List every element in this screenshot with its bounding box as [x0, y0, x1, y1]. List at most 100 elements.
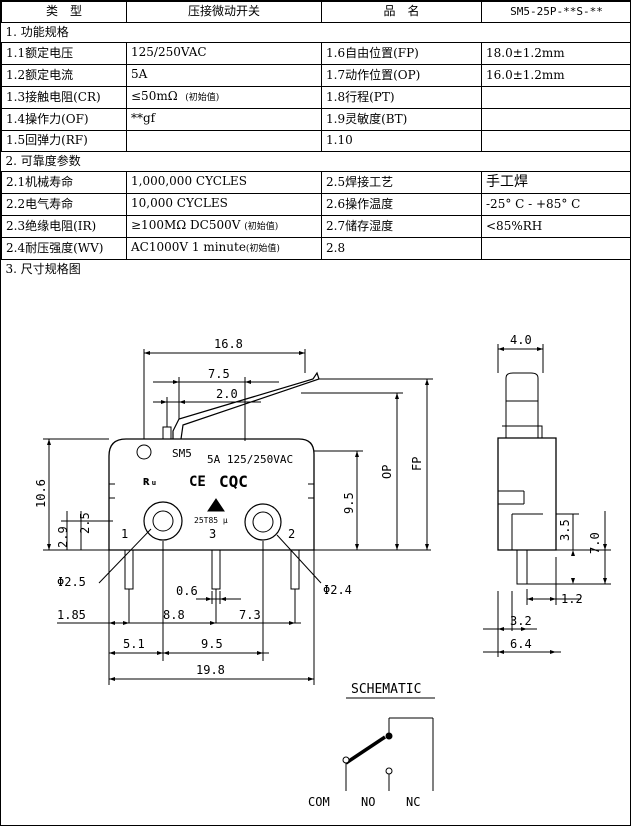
row-value: ≥100MΩ DC500V (初始值): [127, 216, 322, 238]
pin-label-3: 3: [209, 527, 216, 541]
table-row: 1.3接触电阻(CR) ≤50mΩ (初始值) 1.8行程(PT): [2, 87, 631, 109]
row-label: 1.1额定电压: [2, 43, 127, 65]
row-label: 1.3接触电阻(CR): [2, 87, 127, 109]
row-label: 1.4操作力(OF): [2, 109, 127, 131]
ground-symbol: [137, 445, 151, 459]
row-value: **gf: [127, 109, 322, 131]
section-functional: 1. 功能规格: [2, 22, 631, 43]
row-label: 2.2电气寿命: [2, 194, 127, 216]
pin-label-1: 1: [121, 527, 128, 541]
row-label: 1.7动作位置(OP): [322, 65, 482, 87]
row-value: 125/250VAC: [127, 43, 322, 65]
table-row: 1.4操作力(OF) **gf 1.9灵敏度(BT): [2, 109, 631, 131]
row-label: 2.4耐压强度(WV): [2, 238, 127, 260]
dim-pin-height-b: 2.5: [78, 512, 92, 534]
dim-hole-right: Φ2.4: [323, 583, 352, 597]
dim-body-height: 10.6: [34, 479, 48, 508]
section-reliability: 2. 可靠度参数: [2, 151, 631, 172]
ul-mark: ʀᵤ: [143, 474, 157, 488]
pin-3: [212, 550, 220, 589]
side-body: [498, 438, 556, 550]
schematic-title: SCHEMATIC: [351, 682, 421, 697]
dim-hole-pitch: 9.5: [201, 637, 223, 651]
row-value: 1,000,000 CYCLES: [127, 172, 322, 194]
row-label: 1.10: [322, 131, 482, 152]
dim-fp-label: FP: [410, 457, 424, 471]
dim-side-3-5: 3.5: [558, 519, 572, 541]
row-value: 16.0±1.2mm: [482, 65, 631, 87]
body-rating: 5A 125/250VAC: [207, 453, 293, 466]
dim-pin-height-a: 2.9: [56, 526, 70, 548]
table-row: 1.1额定电压 125/250VAC 1.6自由位置(FP) 18.0±1.2m…: [2, 43, 631, 65]
row-label: 2.3绝缘电阻(IR): [2, 216, 127, 238]
row-label: 1.6自由位置(FP): [322, 43, 482, 65]
header-row: 类 型 压接微动开关 品 名 SM5-25P-**S-**: [2, 2, 631, 23]
dim-side-6-4: 6.4: [510, 637, 532, 651]
row-value: [482, 87, 631, 109]
schematic-diagram: [343, 698, 435, 791]
name-label: 品 名: [322, 2, 482, 23]
dim-pin-width: 0.6: [176, 584, 198, 598]
pin-2: [291, 550, 299, 589]
row-value: [482, 109, 631, 131]
table-row: 1.2额定电流 5A 1.7动作位置(OP) 16.0±1.2mm: [2, 65, 631, 87]
spec-table: 类 型 压接微动开关 品 名 SM5-25P-**S-** 1. 功能规格 1.…: [1, 1, 631, 280]
dim-mount-height: 9.5: [342, 492, 356, 514]
dim-lever-pivot: 7.5: [208, 367, 230, 381]
dim-body-length: 19.8: [196, 663, 225, 677]
row-value: 10,000 CYCLES: [127, 194, 322, 216]
dim-side-7-0: 7.0: [588, 532, 602, 554]
type-label: 类 型: [2, 2, 127, 23]
mount-hole-left: [144, 502, 182, 540]
mount-hole-right: [245, 504, 281, 540]
dim-lever-offset: 2.0: [216, 387, 238, 401]
dim-mount-edge: 5.1: [123, 637, 145, 651]
row-value: [482, 238, 631, 260]
row-label: 2.8: [322, 238, 482, 260]
side-actuator: [506, 373, 538, 438]
dim-pin-offset: 7.3: [239, 608, 261, 622]
cqc-mark: CQC: [219, 472, 248, 491]
warning-triangle-icon: [208, 499, 224, 511]
table-row: 2.1机械寿命 1,000,000 CYCLES 2.5焊接工艺 手工焊: [2, 172, 631, 194]
section-title: 2. 可靠度参数: [2, 151, 631, 172]
row-value: [127, 131, 322, 152]
row-label: 1.8行程(PT): [322, 87, 482, 109]
row-value: 18.0±1.2mm: [482, 43, 631, 65]
table-row: 2.3绝缘电阻(IR) ≥100MΩ DC500V (初始值) 2.7储存湿度 …: [2, 216, 631, 238]
row-label: 1.9灵敏度(BT): [322, 109, 482, 131]
pin-label-2: 2: [288, 527, 295, 541]
schematic-com: COM: [308, 795, 330, 809]
table-row: 2.4耐压强度(WV) AC1000V 1 minute(初始值) 2.8: [2, 238, 631, 260]
lever: [173, 373, 319, 439]
row-value: ≤50mΩ (初始值): [127, 87, 322, 109]
dim-pin-pitch: 8.8: [163, 608, 185, 622]
dim-op-label: OP: [380, 465, 394, 479]
dim-overall-width: 16.8: [214, 337, 243, 351]
pin-1: [125, 550, 133, 589]
row-value: AC1000V 1 minute(初始值): [127, 238, 322, 260]
row-value: 5A: [127, 65, 322, 87]
dimension-drawing: 16.8 7.5 2.0 10.6 2.9 2.5 Φ2.5 Φ2.4 0.6 …: [1, 271, 631, 827]
side-pin: [517, 550, 527, 584]
cert-number: 25T85 μ: [194, 516, 228, 525]
table-row: 1.5回弹力(RF) 1.10: [2, 131, 631, 152]
body-model: SM5: [172, 447, 192, 460]
row-value: -25° C - +85° C: [482, 194, 631, 216]
dim-side-3-2: 3.2: [510, 614, 532, 628]
dim-side-1-2: 1.2: [561, 592, 583, 606]
row-label: 1.2额定电流: [2, 65, 127, 87]
row-label: 2.5焊接工艺: [322, 172, 482, 194]
row-label: 2.7储存湿度: [322, 216, 482, 238]
type-value: 压接微动开关: [127, 2, 322, 23]
ce-mark: CE: [189, 474, 206, 490]
schematic-no: NO: [361, 795, 375, 809]
dim-edge-to-pin: 1.85: [57, 608, 86, 622]
section-title: 1. 功能规格: [2, 22, 631, 43]
schematic-nc: NC: [406, 795, 420, 809]
row-value: <85%RH: [482, 216, 631, 238]
row-value: 手工焊: [482, 172, 631, 194]
row-label: 2.1机械寿命: [2, 172, 127, 194]
row-value: [482, 131, 631, 152]
